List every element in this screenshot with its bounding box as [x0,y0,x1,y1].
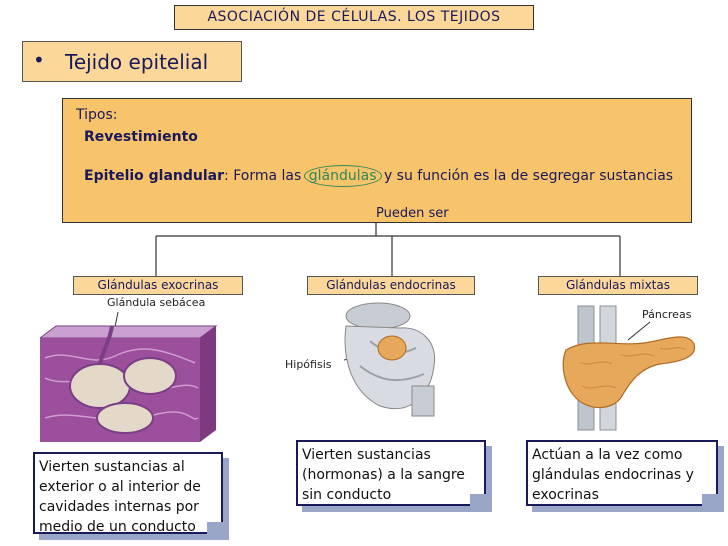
pancreas-image [562,305,696,431]
category-endocrinas: Glándulas endocrinas [307,276,475,295]
callout-mixtas-text: Actúan a la vez como glándulas endocrina… [532,447,694,503]
glandular-bold: Epitelio glandular [84,168,225,184]
label-sebacea: Glándula sebácea [107,296,206,309]
section-header: • Tejido epitelial [22,41,242,82]
glandular-text-a: : Forma las [224,168,306,184]
callout-fold [470,494,486,506]
bullet: • [33,48,45,72]
pancreas-pointer [627,321,651,341]
callout-exocrinas: Vierten sustancias al exterior o al inte… [33,452,223,535]
callout-fold [702,494,718,506]
connector-label: Pueden ser [376,206,449,221]
callout-endocrinas: Vierten sustancias (hormonas) a la sangr… [296,440,486,506]
category-mixtas: Glándulas mixtas [538,276,698,295]
glandulas-highlight: glándulas [303,165,382,187]
category-exocrinas: Glándulas exocrinas [73,276,243,295]
type-revestimiento: Revestimiento [84,129,198,145]
section-label: Tejido epitelial [65,50,209,74]
types-label: Tipos: [76,107,118,123]
label-pancreas: Páncreas [642,308,692,321]
types-box: Tipos: Revestimiento Epitelio glandular:… [62,98,692,223]
callout-fold [207,522,223,534]
label-hipofisis: Hipófisis [285,358,332,371]
callout-endocrinas-text: Vierten sustancias (hormonas) a la sangr… [302,447,465,503]
callout-mixtas: Actúan a la vez como glándulas endocrina… [526,440,718,506]
glandular-text-b: y su función es la de segregar sustancia… [379,168,674,184]
sebaceous-gland-image [40,325,218,442]
type-glandular: Epitelio glandular: Forma las glándulas … [84,165,674,187]
page-title: ASOCIACIÓN DE CÉLULAS. LOS TEJIDOS [174,5,534,30]
pituitary-image [344,302,436,417]
callout-exocrinas-text: Vierten sustancias al exterior o al inte… [39,459,201,535]
